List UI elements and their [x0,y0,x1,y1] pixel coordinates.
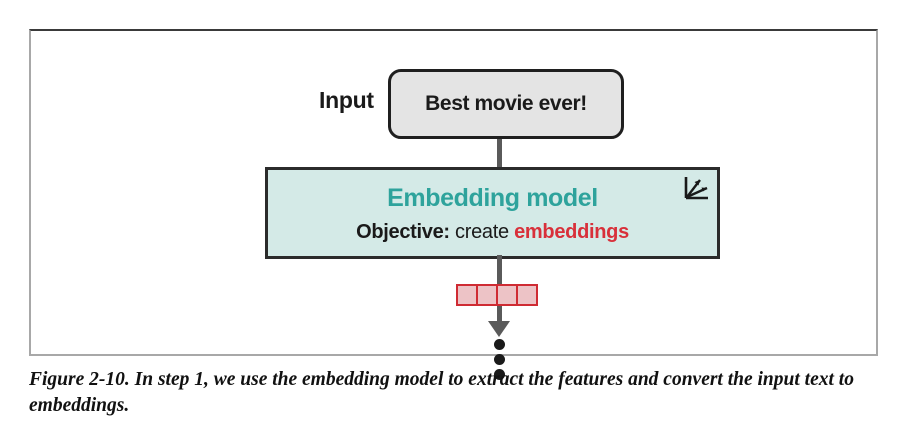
vector-cell [476,284,498,306]
objective-key: Objective: [356,221,450,243]
ellipsis-dot [494,369,505,380]
objective-value: embeddings [514,221,629,243]
ellipsis-dot [494,354,505,365]
connector-input-to-model [497,135,502,171]
vector-cell [456,284,478,306]
embedding-model-box: Embedding model Objective: create embedd… [265,167,720,259]
objective-verb: create [455,221,509,243]
input-text-box: Best movie ever! [388,69,624,139]
figure-caption: Figure 2-10. In step 1, we use the embed… [29,369,854,416]
vector-cell [516,284,538,306]
embedding-vector [456,284,538,306]
down-arrow-icon [488,321,510,337]
input-text-value: Best movie ever! [425,92,587,115]
vector-cell [496,284,518,306]
input-label: Input [319,87,374,113]
connector-model-to-vector [497,255,502,289]
embedding-model-title: Embedding model [387,184,598,212]
connector-vector-to-arrow [497,303,502,325]
vector-axes-icon [681,174,711,204]
embedding-model-objective: Objective: create embeddings [268,221,717,244]
figure-frame: Input Best movie ever! Embedding model O… [29,29,878,380]
ellipsis-dot [494,339,505,350]
vertical-ellipsis [494,339,505,384]
